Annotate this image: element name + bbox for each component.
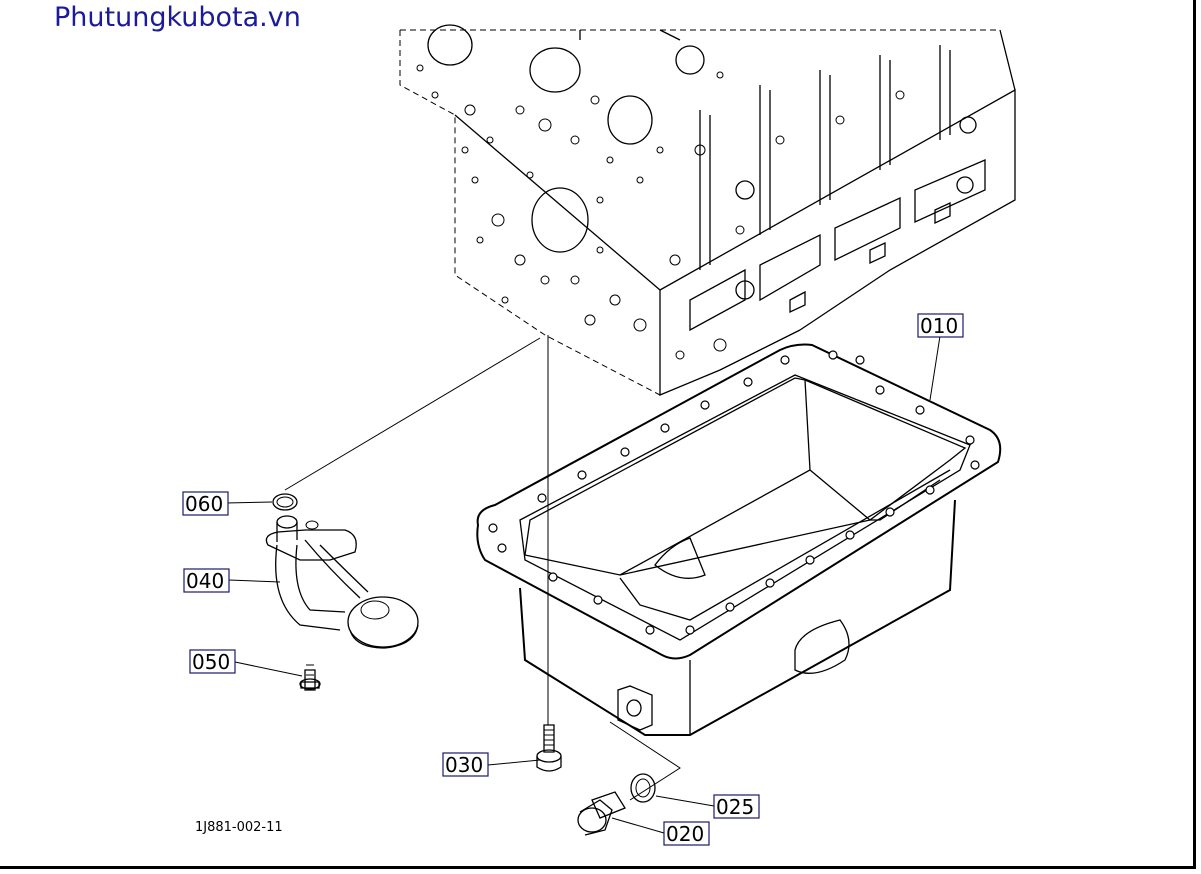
drain-plug-020: [577, 721, 681, 836]
bolt-030: [536, 724, 562, 772]
leader-050: [234, 661, 303, 677]
leader-020: [611, 817, 665, 834]
label-020[interactable]: 020: [663, 821, 710, 846]
flange-holes: [488, 350, 980, 635]
label-030[interactable]: 030: [442, 752, 489, 777]
svg-text:020: 020: [666, 822, 704, 846]
svg-text:025: 025: [716, 795, 754, 819]
svg-text:030: 030: [445, 753, 483, 777]
label-025[interactable]: 025: [713, 794, 760, 819]
svg-text:040: 040: [186, 569, 224, 593]
label-010[interactable]: 010: [917, 313, 964, 338]
svg-text:010: 010: [920, 314, 958, 338]
leader-060: [225, 501, 273, 504]
leader-040: [228, 579, 281, 583]
label-060[interactable]: 060: [182, 491, 229, 516]
svg-text:060: 060: [185, 492, 223, 516]
engine-block: [399, 24, 1016, 396]
oil-strainer-pipe: [265, 493, 419, 649]
label-040[interactable]: 040: [183, 568, 230, 593]
leader-025: [655, 795, 715, 807]
label-050[interactable]: 050: [189, 649, 236, 674]
leader-030: [487, 759, 541, 766]
pickup-alignment-line: [284, 337, 541, 491]
gasket-025: [630, 773, 656, 803]
o-ring-060: [272, 493, 298, 511]
oil-pan: [476, 343, 1002, 736]
leader-010: [929, 335, 941, 401]
drawing-code: 1J881-002-11: [195, 820, 283, 835]
site-watermark: Phutungkubota.vn: [54, 2, 301, 33]
bolt-050: [299, 664, 321, 691]
svg-text:050: 050: [192, 650, 230, 674]
